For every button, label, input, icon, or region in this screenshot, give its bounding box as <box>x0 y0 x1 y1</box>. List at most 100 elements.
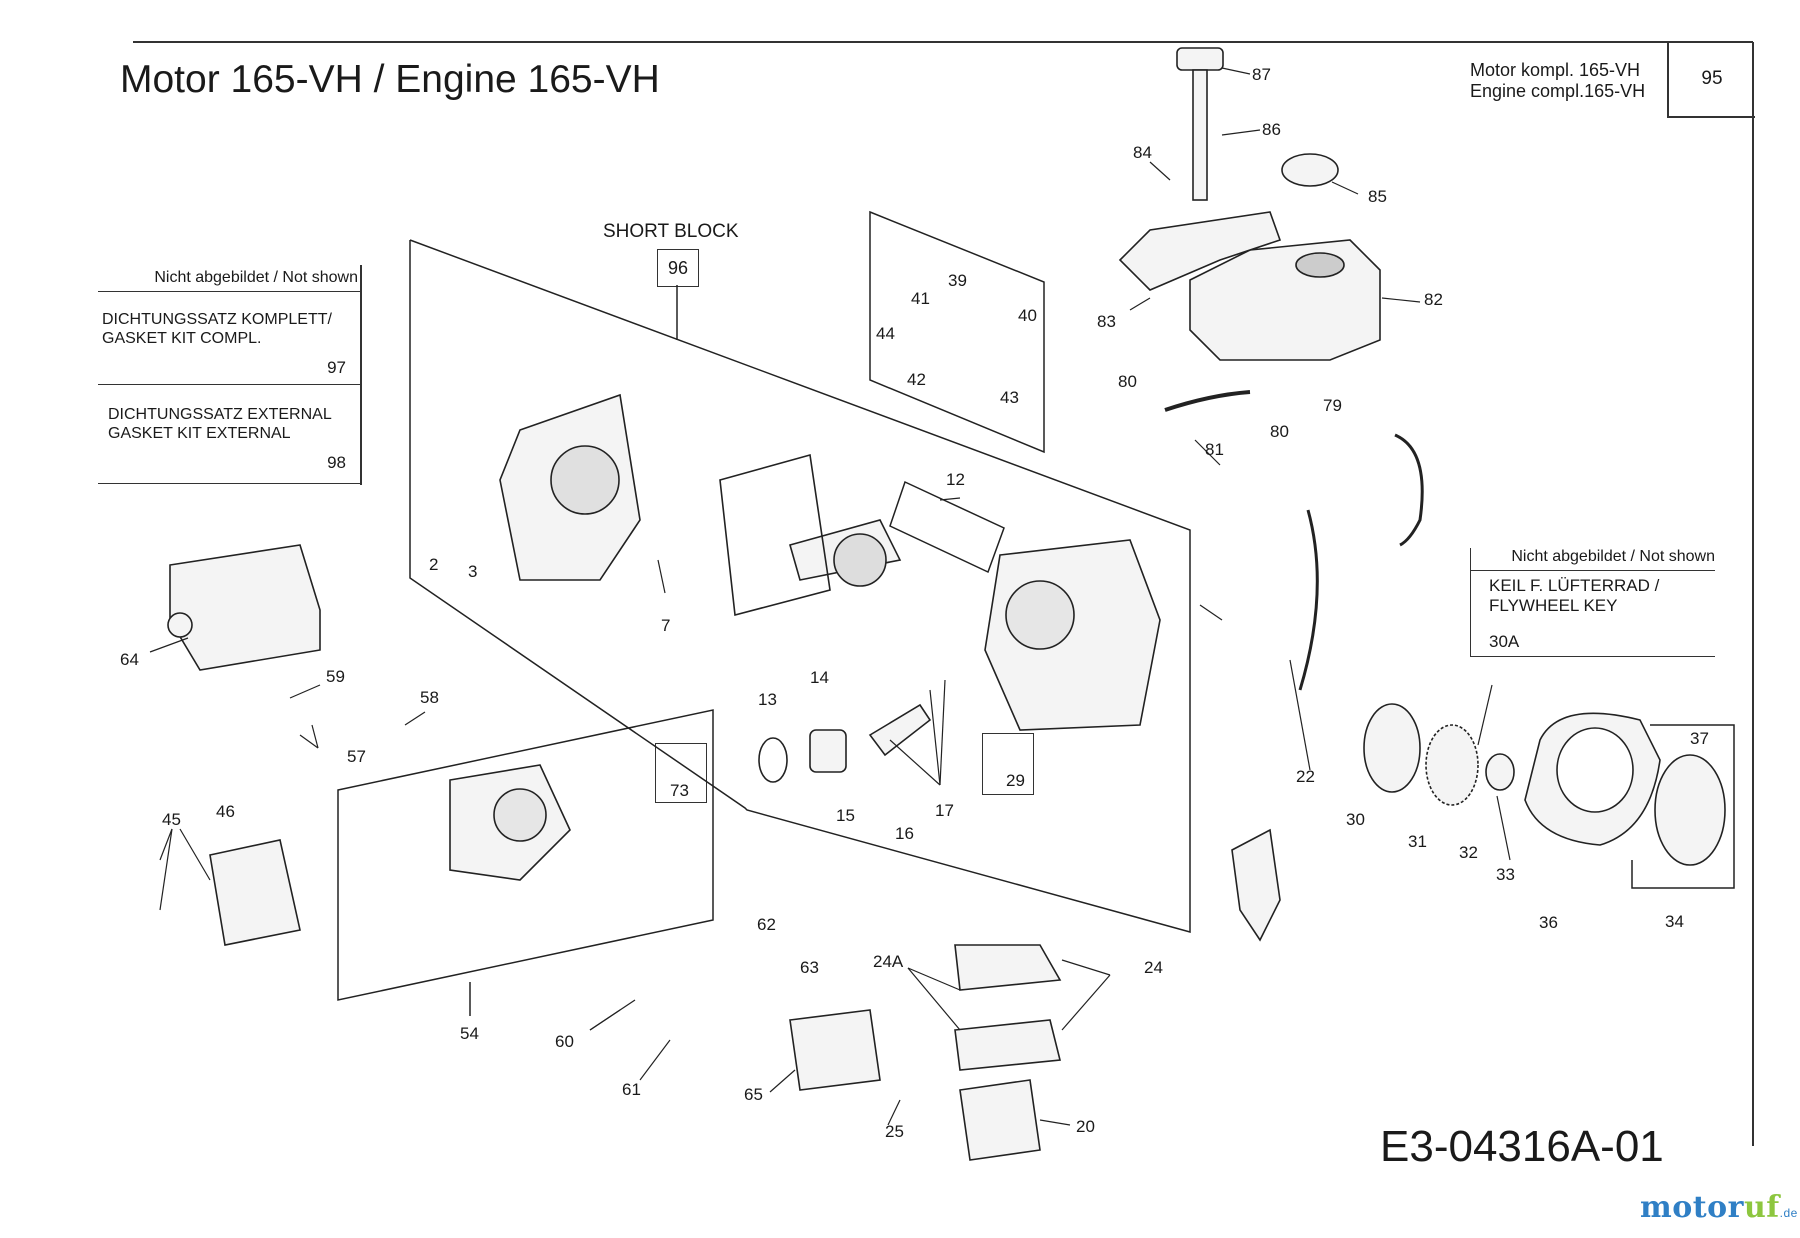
fuel-cap-85 <box>1281 153 1339 187</box>
callout-2: 2 <box>429 555 439 574</box>
callout-79: 79 <box>1323 396 1342 415</box>
item-97-line2: GASKET KIT COMPL. <box>102 330 262 347</box>
callout-34: 34 <box>1665 912 1684 931</box>
callout-25: 25 <box>885 1122 904 1141</box>
rocker-cover-46 <box>209 839 301 946</box>
assembly-caption-de: Motor kompl. 165-VH <box>1470 60 1641 80</box>
callout-7: 7 <box>661 616 671 635</box>
dipstick-tube-86 <box>1192 69 1208 201</box>
callout-13: 13 <box>758 690 777 709</box>
ignition-coil-22 <box>1298 509 1319 691</box>
callout-63: 63 <box>800 958 819 977</box>
callout-58: 58 <box>420 688 439 707</box>
connecting-rod-17 <box>868 703 932 757</box>
air-filter-cover-24 <box>954 944 1062 991</box>
not-shown-item-97: DICHTUNGSSATZ KOMPLETT/ GASKET KIT COMPL… <box>98 292 360 385</box>
callout-60: 60 <box>555 1032 574 1051</box>
callout-80-left: 80 <box>1118 372 1137 391</box>
callout-16: 16 <box>895 824 914 843</box>
muffler-20 <box>959 1079 1041 1161</box>
brand-name-accent: uf <box>1743 1190 1780 1225</box>
callout-31: 31 <box>1408 832 1427 851</box>
not-shown-table-right: Nicht abgebildet / Not shown KEIL F. LÜF… <box>1470 548 1715 657</box>
tank-bracket-83 <box>1118 211 1282 291</box>
callout-80-right: 80 <box>1270 422 1289 441</box>
callout-81: 81 <box>1205 440 1224 459</box>
item-98-line1: DICHTUNGSSATZ EXTERNAL <box>108 406 332 423</box>
item-98-ref: 98 <box>327 453 346 472</box>
callout-65: 65 <box>744 1085 763 1104</box>
callout-83: 83 <box>1097 312 1116 331</box>
brand-logo: motoruf.de <box>1640 1190 1798 1225</box>
flywheel-key-line2: FLYWHEEL KEY <box>1489 596 1618 615</box>
page-number: 95 <box>1667 42 1755 118</box>
cylinder-head-panel <box>337 709 714 1001</box>
callout-3: 3 <box>468 562 478 581</box>
flywheel-key-line1: KEIL F. LÜFTERRAD / <box>1489 576 1660 595</box>
recoil-starter-box <box>1631 724 1735 889</box>
not-shown-table-left: Nicht abgebildet / Not shown DICHTUNGSSA… <box>98 265 362 485</box>
throttle-linkage-panel <box>869 210 1045 454</box>
not-shown-item-98: DICHTUNGSSATZ EXTERNAL GASKET KIT EXTERN… <box>98 385 360 484</box>
callout-57: 57 <box>347 747 366 766</box>
callout-43: 43 <box>1000 388 1019 407</box>
diagram-id: E3-04316A-01 <box>1380 1122 1664 1171</box>
callout-64: 64 <box>120 650 139 669</box>
callout-24: 24 <box>1144 958 1163 977</box>
valve-cover-64 <box>169 544 321 671</box>
callout-15: 15 <box>836 806 855 825</box>
callout-44: 44 <box>876 324 895 343</box>
starter-cup-32 <box>1485 753 1515 791</box>
item-98-line2: GASKET KIT EXTERNAL <box>108 425 291 442</box>
crankcase-gasket <box>719 453 831 617</box>
assembly-caption-en: Engine compl.165-VH <box>1470 81 1646 101</box>
callout-37: 37 <box>1690 729 1709 748</box>
short-block-label: SHORT BLOCK <box>603 221 739 242</box>
callout-86: 86 <box>1262 120 1281 139</box>
short-block-panel <box>409 239 1191 933</box>
callout-61: 61 <box>622 1080 641 1099</box>
brand-suffix: .de <box>1779 1206 1798 1220</box>
table-left-divider <box>360 265 362 485</box>
fan-31 <box>1425 724 1479 806</box>
callout-62: 62 <box>757 915 776 934</box>
callout-33: 33 <box>1496 865 1515 884</box>
cylinder-block <box>984 539 1161 731</box>
piston-14 <box>809 729 847 773</box>
callout-45: 45 <box>162 810 181 829</box>
callout-42: 42 <box>907 370 926 389</box>
callout-32: 32 <box>1459 843 1478 862</box>
recoil-starter-34 <box>1654 754 1726 866</box>
box-29: 29 <box>982 733 1034 795</box>
callout-22: 22 <box>1296 767 1315 786</box>
piston-rings-13 <box>758 737 788 783</box>
not-shown-header-left: Nicht abgebildet / Not shown <box>98 265 360 292</box>
box-73: 73 <box>655 743 707 803</box>
callout-39: 39 <box>948 271 967 290</box>
brand-name-main: motor <box>1640 1190 1744 1225</box>
callout-54: 54 <box>460 1024 479 1043</box>
callout-87: 87 <box>1252 65 1271 84</box>
engine-shroud-lower <box>1231 828 1281 942</box>
oil-cap-87 <box>1176 47 1224 71</box>
baffle-right <box>1394 433 1424 547</box>
air-filter-base-24 <box>954 1019 1062 1071</box>
callout-24A: 24A <box>873 952 904 971</box>
flywheel-key-ref: 30A <box>1489 632 1520 651</box>
flywheel-30 <box>1363 703 1421 793</box>
callout-14: 14 <box>810 668 829 687</box>
carburetor-65 <box>789 1009 881 1091</box>
item-97-ref: 97 <box>327 358 346 377</box>
callout-40: 40 <box>1018 306 1037 325</box>
callout-12: 12 <box>946 470 965 489</box>
callout-20: 20 <box>1076 1117 1095 1136</box>
callout-36: 36 <box>1539 913 1558 932</box>
callout-46: 46 <box>216 802 235 821</box>
callout-85: 85 <box>1368 187 1387 206</box>
page-title: Motor 165-VH / Engine 165-VH <box>120 58 660 101</box>
assembly-caption: Motor kompl. 165-VH Engine compl.165-VH <box>1470 60 1645 102</box>
callout-30: 30 <box>1346 810 1365 829</box>
